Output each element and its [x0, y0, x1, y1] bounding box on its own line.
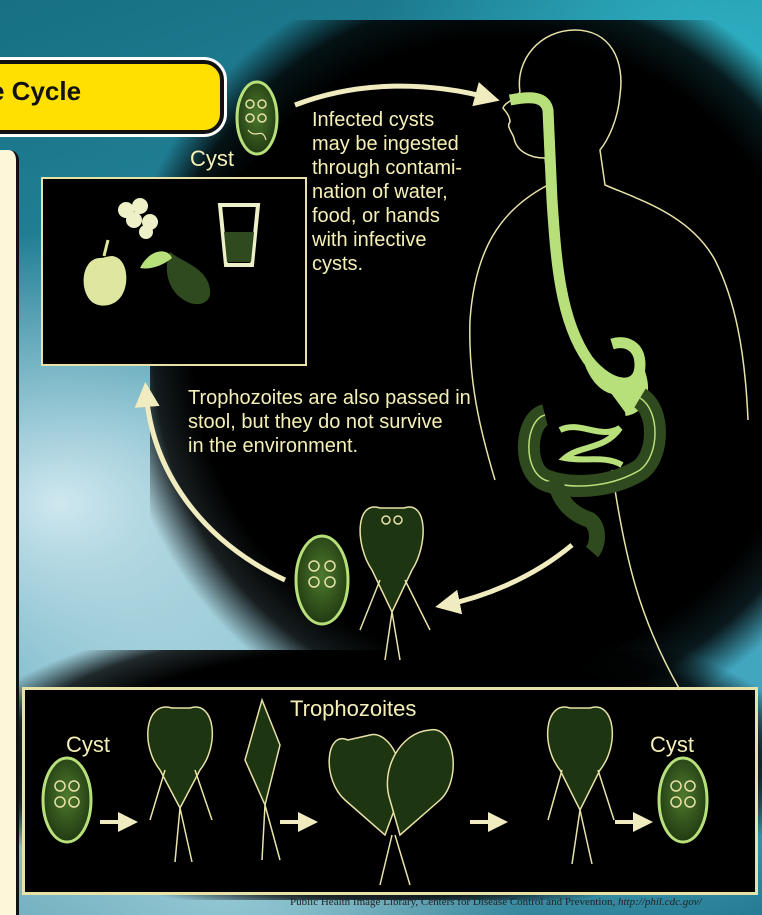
- stool-text-line: stool, but they do not survive: [188, 410, 471, 434]
- stage-cyst-left-icon: [43, 758, 91, 842]
- stage-dividing-icon: [329, 730, 453, 885]
- infection-text-line: may be ingested: [312, 132, 462, 156]
- digestive-tract: [510, 98, 655, 552]
- cyst-top-icon: [237, 82, 277, 154]
- stool-text-line: Trophozoites are also passed in: [188, 386, 471, 410]
- stage-trophozoite-1-icon: [148, 707, 213, 862]
- stool-text: Trophozoites are also passed in stool, b…: [188, 386, 471, 458]
- stage-trophozoite-2-icon: [245, 700, 280, 860]
- arrow-excretion: [445, 545, 572, 605]
- infection-text-line: nation of water,: [312, 180, 462, 204]
- label-cyst-right: Cyst: [650, 732, 694, 758]
- stool-text-line: in the environment.: [188, 434, 471, 458]
- infection-text-line: food, or hands: [312, 204, 462, 228]
- infection-text: Infected cysts may be ingested through c…: [312, 108, 462, 276]
- trophozoite-middle-icon: [360, 507, 430, 660]
- infection-text-line: through contami-: [312, 156, 462, 180]
- cyst-middle-icon: [296, 536, 348, 624]
- label-trophozoites: Trophozoites: [290, 696, 416, 722]
- arrow-ingestion: [295, 86, 490, 105]
- credit-url: http://phil.cdc.gov/: [618, 896, 702, 908]
- food-icons: [84, 198, 258, 306]
- infection-text-line: Infected cysts: [312, 108, 462, 132]
- infection-text-line: with infective: [312, 228, 462, 252]
- label-cyst-left: Cyst: [66, 732, 110, 758]
- label-cyst-top: Cyst: [190, 146, 234, 172]
- stage-trophozoite-3-icon: [548, 707, 614, 864]
- credit-text: Public Health Image Library, Centers for…: [290, 896, 615, 908]
- infection-text-line: cysts.: [312, 252, 462, 276]
- stage-cyst-right-icon: [659, 758, 707, 842]
- human-body-outline: [470, 30, 748, 690]
- image-credit: Public Health Image Library, Centers for…: [290, 896, 702, 908]
